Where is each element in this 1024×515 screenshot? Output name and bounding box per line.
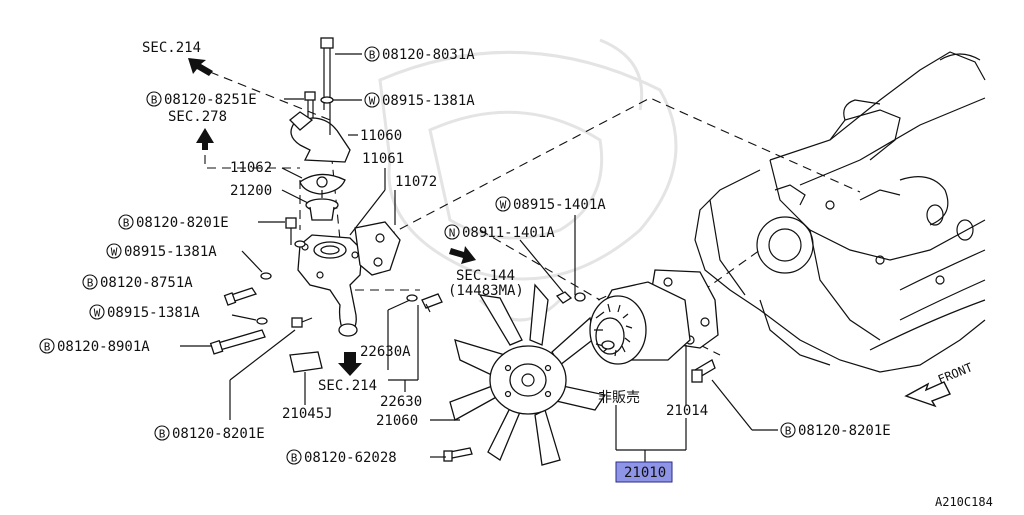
callout-nut-1401a[interactable]: N 08911-1401A — [444, 224, 555, 241]
part-labels: SEC.214 B 08120-8031A B 08120-8251E W 08… — [39, 40, 993, 509]
label-sec144-code: (14483MA) — [448, 283, 524, 299]
engine-block — [694, 51, 986, 373]
callout-washer-1381a-mid[interactable]: W 08915-1381A — [106, 243, 217, 260]
callout-bolt-8901a[interactable]: B 08120-8901A — [39, 338, 150, 355]
label-bolt-8031a: 08120-8031A — [382, 47, 475, 63]
label-sec214-bottom[interactable]: SEC.214 — [318, 378, 377, 394]
callout-bolt-62028[interactable]: B 08120-62028 — [286, 449, 397, 466]
label-22630a[interactable]: 22630A — [360, 344, 411, 360]
label-11072[interactable]: 11072 — [395, 174, 437, 190]
label-washer-1401a: 08915-1401A — [513, 197, 606, 213]
diagram-code: A210C184 — [935, 495, 993, 509]
cooling-fan — [443, 283, 607, 466]
label-sec144[interactable]: SEC.144 — [456, 268, 515, 284]
front-arrow-icon — [904, 381, 951, 408]
callout-washer-1401a[interactable]: W 08915-1401A — [495, 196, 606, 213]
water-pump — [555, 269, 719, 383]
label-washer-1381a-low: 08915-1381A — [107, 305, 200, 321]
label-11061[interactable]: 11061 — [362, 151, 404, 167]
label-11060[interactable]: 11060 — [360, 128, 402, 144]
thermostat-assembly — [209, 37, 443, 373]
selected-part-highlight[interactable] — [615, 461, 673, 483]
label-bolt-8201e-bottom: 08120-8201E — [172, 426, 265, 442]
label-11062[interactable]: 11062 — [230, 160, 272, 176]
label-nut-1401a: 08911-1401A — [462, 225, 555, 241]
label-21060[interactable]: 21060 — [376, 413, 418, 429]
callout-bolt-8031a[interactable]: B 08120-8031A — [364, 46, 475, 63]
callout-bolt-8751a[interactable]: B 08120-8751A — [82, 274, 193, 291]
label-washer-1381a-top: 08915-1381A — [382, 93, 475, 109]
sec144-arrow-icon — [449, 246, 476, 264]
label-sec278[interactable]: SEC.278 — [168, 109, 227, 125]
sec214-bottom-arrow-icon — [338, 352, 362, 376]
label-bolt-8201e-right: 08120-8201E — [798, 423, 891, 439]
label-washer-1381a-mid: 08915-1381A — [124, 244, 217, 260]
svg-text:W: W — [94, 307, 101, 320]
label-bolt-8751a: 08120-8751A — [100, 275, 193, 291]
callout-bolt-8201e-right[interactable]: B 08120-8201E — [780, 422, 891, 439]
label-bolt-8901a: 08120-8901A — [57, 339, 150, 355]
svg-text:B: B — [123, 217, 130, 230]
svg-text:N: N — [449, 227, 456, 240]
label-21045j[interactable]: 21045J — [282, 406, 333, 422]
label-sec214-top[interactable]: SEC.214 — [142, 40, 201, 56]
label-bolt-62028: 08120-62028 — [304, 450, 397, 466]
callout-washer-1381a-low[interactable]: W 08915-1381A — [89, 304, 200, 321]
svg-text:B: B — [291, 452, 298, 465]
svg-text:B: B — [151, 94, 158, 107]
label-22630[interactable]: 22630 — [380, 394, 422, 410]
sec214-top-arrow-icon — [188, 58, 213, 76]
label-front: FRONT — [936, 360, 975, 387]
callout-bolt-8201e-bottom[interactable]: B 08120-8201E — [154, 425, 265, 442]
svg-text:B: B — [369, 49, 376, 62]
svg-text:B: B — [785, 425, 792, 438]
callout-bolt-8201e-left[interactable]: B 08120-8201E — [118, 214, 229, 231]
label-21200[interactable]: 21200 — [230, 183, 272, 199]
label-21014[interactable]: 21014 — [666, 403, 708, 419]
label-bolt-8201e-left: 08120-8201E — [136, 215, 229, 231]
sec278-arrow-icon — [196, 128, 214, 150]
callout-bolt-8251e[interactable]: B 08120-8251E — [146, 91, 257, 108]
svg-text:B: B — [44, 341, 51, 354]
svg-text:W: W — [369, 95, 376, 108]
svg-text:W: W — [500, 199, 507, 212]
svg-text:W: W — [111, 246, 118, 259]
label-not-for-sale: 非販売 — [598, 390, 640, 406]
leader-lines — [180, 53, 778, 462]
callout-washer-1381a-top[interactable]: W 08915-1381A — [364, 92, 475, 109]
svg-text:B: B — [159, 428, 166, 441]
label-bolt-8251e: 08120-8251E — [164, 92, 257, 108]
direction-arrows — [188, 58, 951, 408]
svg-text:B: B — [87, 277, 94, 290]
label-21010[interactable]: 21010 — [624, 465, 666, 481]
